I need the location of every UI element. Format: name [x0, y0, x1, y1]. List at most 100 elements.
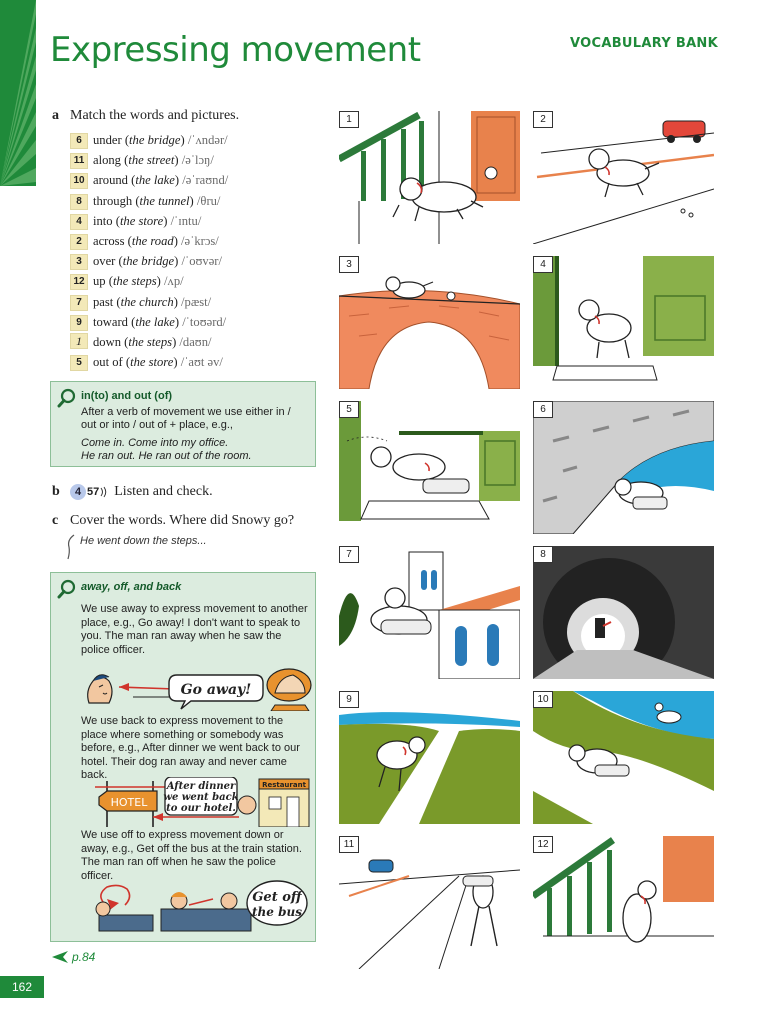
phonetic-transcription: /ˈoʊvər/	[181, 254, 222, 269]
panel-number: 10	[533, 691, 553, 708]
dog-up-steps-illustration	[533, 836, 714, 943]
dog-toward-lake-illustration	[339, 712, 520, 824]
magnifier-icon	[57, 388, 76, 408]
answer-number: 2	[70, 233, 88, 250]
audio-disc-icon: 4	[70, 484, 86, 500]
picture-panel-11: 11	[339, 836, 520, 969]
cartoon-speech-text: Go away!	[181, 682, 252, 698]
phonetic-transcription: /əˈlɔŋ/	[181, 153, 214, 168]
panel-number: 2	[533, 111, 553, 128]
page-number: 162	[0, 976, 44, 998]
audio-track-number: 57	[87, 486, 100, 498]
answer-number: 11	[70, 153, 88, 170]
speech-bracket-icon	[67, 534, 75, 560]
arrow-left-icon	[52, 951, 68, 963]
phonetic-transcription: /ˈaʊt əv/	[180, 355, 223, 370]
magnifier-icon	[57, 579, 76, 599]
go-away-cartoon: Go away!	[87, 668, 312, 711]
grammar-box-away-off-back: away, off, and back We use away to expre…	[50, 572, 316, 942]
box-paragraph-back: We use back to express movement to the p…	[81, 715, 300, 781]
answer-number: 4	[70, 213, 88, 230]
phonetic-transcription: /ˈʌndər/	[187, 133, 228, 147]
panel-number: 6	[533, 401, 553, 418]
answer-number: 5	[70, 355, 88, 372]
sunburst-decoration	[0, 0, 36, 186]
box-example: Come in. Come into my office.	[81, 436, 229, 449]
box-paragraph-off: We use off to express movement down or a…	[81, 829, 302, 882]
phonetic-transcription: /ˈɪntu/	[170, 213, 202, 228]
cartoon-speech-text: we went back	[163, 792, 238, 803]
exercise-letter: b	[52, 484, 60, 499]
dog-across-road-illustration	[533, 120, 714, 244]
cartoon-speech-text: After dinner	[166, 781, 236, 792]
picture-panel-12: 12	[533, 836, 714, 969]
panel-number: 5	[339, 401, 359, 418]
dog-over-bridge-illustration	[339, 276, 520, 389]
box-body: After a verb of movement we use either i…	[81, 405, 291, 432]
phonetic-transcription: /daʊn/	[179, 334, 212, 349]
picture-panel-3: 3	[339, 256, 520, 389]
dog-through-tunnel-illustration	[533, 546, 714, 679]
box-paragraph-away: We use away to express movement to anoth…	[81, 603, 308, 656]
section-label: VOCABULARY BANK	[570, 36, 718, 51]
panel-number: 12	[533, 836, 553, 853]
panel-number: 11	[339, 836, 359, 853]
answer-number: 3	[70, 254, 88, 271]
exercise-b: b 4 57 Listen and check.	[52, 484, 213, 500]
dog-out-of-store-illustration	[339, 401, 520, 521]
panel-number: 9	[339, 691, 359, 708]
bus-cartoon: Get off the bus	[95, 880, 308, 932]
picture-panel-7: 7	[339, 546, 520, 679]
exercise-b-instruction: Listen and check.	[114, 484, 213, 499]
grammar-box-in-out: in(to) and out (of) After a verb of move…	[50, 381, 316, 467]
phonetic-transcription: /əˈraʊnd/	[182, 173, 229, 188]
dog-along-street-illustration	[339, 859, 520, 969]
answer-number: 10	[70, 173, 88, 190]
audio-track-button[interactable]: 4 57	[70, 484, 108, 500]
exercise-a-instruction: a Match the words and pictures.	[52, 108, 240, 123]
hotel-sign-text: HOTEL	[111, 796, 149, 809]
answer-number: 9	[70, 314, 88, 331]
answer-number: 12	[70, 274, 88, 291]
picture-panel-1: 1	[339, 111, 520, 244]
phonetic-transcription: /əˈkrɔs/	[181, 233, 219, 248]
cartoon-speech-text: the bus	[252, 905, 302, 919]
sound-waves-icon	[100, 486, 107, 498]
picture-panel-4: 4	[533, 256, 714, 389]
panel-number: 7	[339, 546, 359, 563]
panel-number: 4	[533, 256, 553, 273]
dog-under-bridge-illustration	[533, 401, 714, 534]
phonetic-transcription: /ʌp/	[164, 274, 184, 289]
answer-number: 7	[70, 294, 88, 311]
picture-panel-10: 10	[533, 691, 714, 824]
restaurant-sign-text: Restaurant	[262, 781, 307, 789]
panel-number: 3	[339, 256, 359, 273]
picture-panel-6: 6	[533, 401, 714, 534]
panel-number: 1	[339, 111, 359, 128]
cartoon-speech-text: to our hotel.	[166, 803, 236, 814]
page-title: Expressing movement	[50, 30, 421, 70]
picture-panel-5: 5	[339, 401, 520, 534]
answer-number: 8	[70, 193, 88, 210]
cartoon-speech-text: Get off	[252, 890, 304, 905]
dog-past-church-illustration	[339, 551, 520, 679]
dog-down-steps-illustration	[339, 111, 520, 244]
phonetic-transcription: /θru/	[196, 193, 221, 208]
phonetic-transcription: /pæst/	[181, 294, 212, 309]
hotel-cartoon: HOTEL After dinner we went back to our h…	[95, 777, 310, 827]
page-reference-link[interactable]: p.84	[52, 950, 95, 964]
picture-panel-8: 8	[533, 546, 714, 679]
